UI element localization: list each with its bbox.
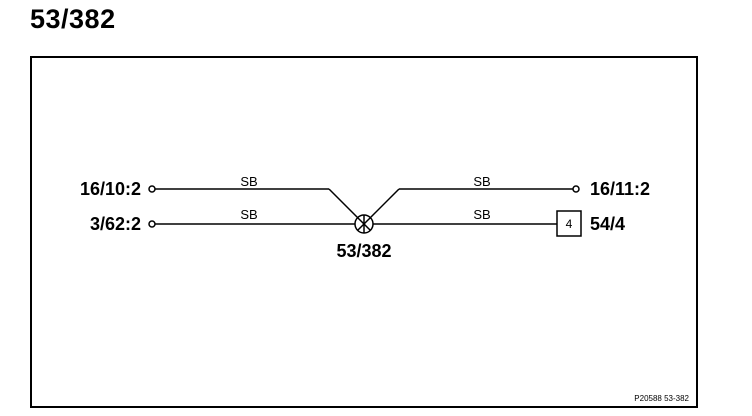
terminal-top-left (148, 185, 156, 193)
page-title: 53/382 (30, 4, 116, 34)
wire-color-bottom-left: SB (240, 207, 257, 222)
connector-box (556, 210, 582, 237)
connector-label-top-left: 16/10:2 (80, 179, 141, 199)
connector-box-pin: 4 (566, 217, 573, 231)
wire-bottom-right (373, 210, 582, 237)
terminal-bottom-left (148, 220, 156, 228)
reference-code: P20588 53-382 (634, 394, 689, 403)
connector-label-bottom-left: 3/62:2 (90, 214, 141, 234)
wire-bottom-left (148, 220, 355, 228)
splice-junction-icon (354, 214, 374, 234)
connector-label-bottom-right: 54/4 (590, 214, 625, 234)
junction-label: 53/382 (336, 241, 391, 261)
diagram-frame (30, 56, 698, 408)
terminal-top-right (572, 185, 580, 193)
connector-label-top-right: 16/11:2 (590, 179, 650, 199)
wire-top-left (148, 185, 360, 220)
wire-color-top-left: SB (240, 174, 257, 189)
wire-color-bottom-right: SB (473, 207, 490, 222)
wire-top-right (368, 185, 580, 220)
wire-color-top-right: SB (473, 174, 490, 189)
